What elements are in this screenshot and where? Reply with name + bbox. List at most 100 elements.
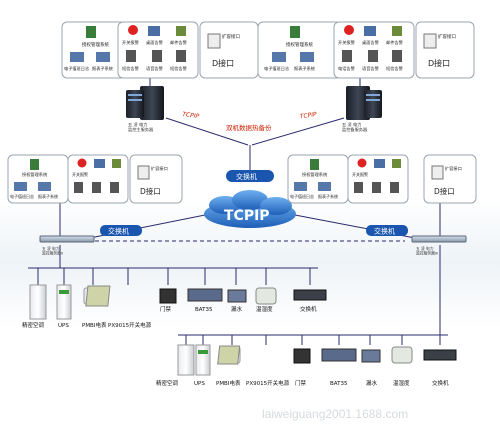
row2-temp-humidity-icon [391,346,413,364]
auth-person-icon-r [290,26,300,38]
midr-voice-icon [372,182,381,193]
mid-ext-icon [137,165,150,180]
midr-auth-label: 授权管理系统 [302,171,327,178]
access-control-icon [159,288,177,304]
midr-fire-label: 开关报警 [352,171,368,177]
mid-report-label: 报表子系统 [38,193,58,199]
sms2-label-r: 短信告警 [386,65,404,72]
cloud-label: TCPIP [224,208,270,224]
midr-mail-icon [392,159,401,168]
d-port-label: D接口 [212,58,234,68]
mid-ext-label: 扩容接口 [151,165,168,172]
row1-label-2: PMBI电表 [82,321,107,329]
log-label-r: 电子值班日志 [264,65,289,72]
bat35-icon [187,288,223,302]
voice-icon-r [368,50,378,62]
row2-label-3: PX9015开关电源 [246,379,290,387]
mid-right-software-panel: 授权管理系统 电子值班日志 报表子系统 开关报警 扩容接口 D接口 [287,154,477,204]
right-switch-label: 交换机 [374,227,395,236]
log-label: 电子值班日志 [64,65,89,72]
midr-ext-icon [431,165,444,180]
report-label: 报表子系统 [92,65,113,72]
row2-label-1: UPS [194,381,205,387]
mid-voice-icon [92,182,101,193]
sms-label-r: 电话告警 [338,65,356,72]
device-row-1-labels: 精密空调 UPS PMBI电表 PX9015开关电源 门禁 BAT35 漏水 温… [22,305,317,329]
temp-humidity-icon [255,287,277,305]
sms2-label: 短信告警 [170,65,188,72]
mail-label-r: 邮件告警 [386,39,404,46]
midr-desktop-icon [374,159,385,168]
desktop-label: 桌面告警 [146,39,164,46]
row1-switch-icon [293,289,327,301]
row1-label-1: UPS [58,323,69,329]
midr-ext-label: 扩容接口 [445,165,462,172]
auth-person-icon [86,26,96,38]
left-server-caption: 五 凌 电力监控服务器II [42,246,63,255]
top-right-software-panel: 授权管理系统 电子值班日志 报表子系统 开关报警 桌面告警 邮件告警 电话告警 … [257,21,475,79]
row2-power-supply-icon [217,345,241,365]
ext-label: 扩容接口 [222,33,240,40]
fire-label-r: 开关报警 [338,39,356,46]
auth-label: 授权管理系统 [82,41,109,48]
mid-auth-icon [30,159,39,170]
phone-icon [126,50,136,62]
alarm-siren-icon-r [344,25,354,35]
voice-icon [152,50,162,62]
phone-icon-r [342,50,352,62]
device-drops-row2 [185,335,441,345]
row2-ups-icon [195,344,211,376]
desktop-label-r: 桌面告警 [362,39,380,46]
mid-d-port-label: D接口 [140,186,161,196]
tcpip-left-label: TCPIP [182,111,200,120]
mid-log-label: 电子值班日志 [10,193,34,199]
log-monitor-icon-r [272,52,286,62]
left-switch-label: 交换机 [108,227,129,236]
row1-label-0: 精密空调 [22,321,45,329]
top-left-software-panel: 授权管理系统 电子值班日志 报表子系统 开关报警 桌面告警 邮件告警 短信告警 … [61,21,259,79]
mail-label: 邮件告警 [170,39,188,46]
mail-alarm-icon-r [392,26,402,36]
log-monitor-icon [70,52,84,62]
right-server-caption: 五 凌 电力监控服务器III [416,246,438,255]
hot-standby-label: 双机数据热备份 [226,123,272,132]
row2-leak-icon [361,349,381,363]
desktop-alarm-icon-r [364,26,376,36]
main-server-caption: 五 凌 电力监控主服务器 [128,121,154,133]
mid-desktop-icon [94,159,105,168]
auth-label-r: 授权管理系统 [286,41,313,48]
row2-label-8: 交换机 [432,379,449,387]
sms-label: 短信告警 [122,65,140,72]
midr-sms-icon [390,182,399,193]
mail-alarm-icon [176,26,186,36]
report-monitor-icon-r [300,52,314,62]
alarm-siren-icon [128,25,138,35]
voice-label: 语音告警 [146,65,164,72]
top-switch-label: 交换机 [236,172,257,181]
d-port-label-r: D接口 [428,58,450,68]
backup-server-caption: 五 凌 电力监控备服务器 [342,121,368,133]
midr-report-icon [318,182,331,191]
backup-server: 五 凌 电力监控备服务器 [342,86,382,133]
device-row-2 [177,344,457,376]
ext-doc-icon [207,33,221,49]
row2-switch-icon [423,349,457,361]
voice-label-r: 语音告警 [362,65,380,72]
midr-siren-icon [357,158,367,168]
device-drops-row1 [37,268,311,285]
mid-sms-icon [110,182,119,193]
row1-label-4: 门禁 [160,305,172,313]
midr-report-label: 报表子系统 [318,193,338,199]
mid-mail-icon [112,159,121,168]
tcpip-cloud: TCPIP [204,190,296,228]
midr-log-icon [294,182,307,191]
power-supply-icon [85,285,111,307]
mid-phone-icon [74,182,83,193]
precision-ac-icon [29,284,47,320]
row2-label-0: 精密空调 [156,379,179,387]
midr-log-label: 电子值班日志 [290,193,314,199]
right-switch: 交换机 五 凌 电力监控服务器III [366,225,467,255]
mid-auth-label: 授权管理系统 [22,171,47,178]
row2-access-control-icon [293,348,311,364]
